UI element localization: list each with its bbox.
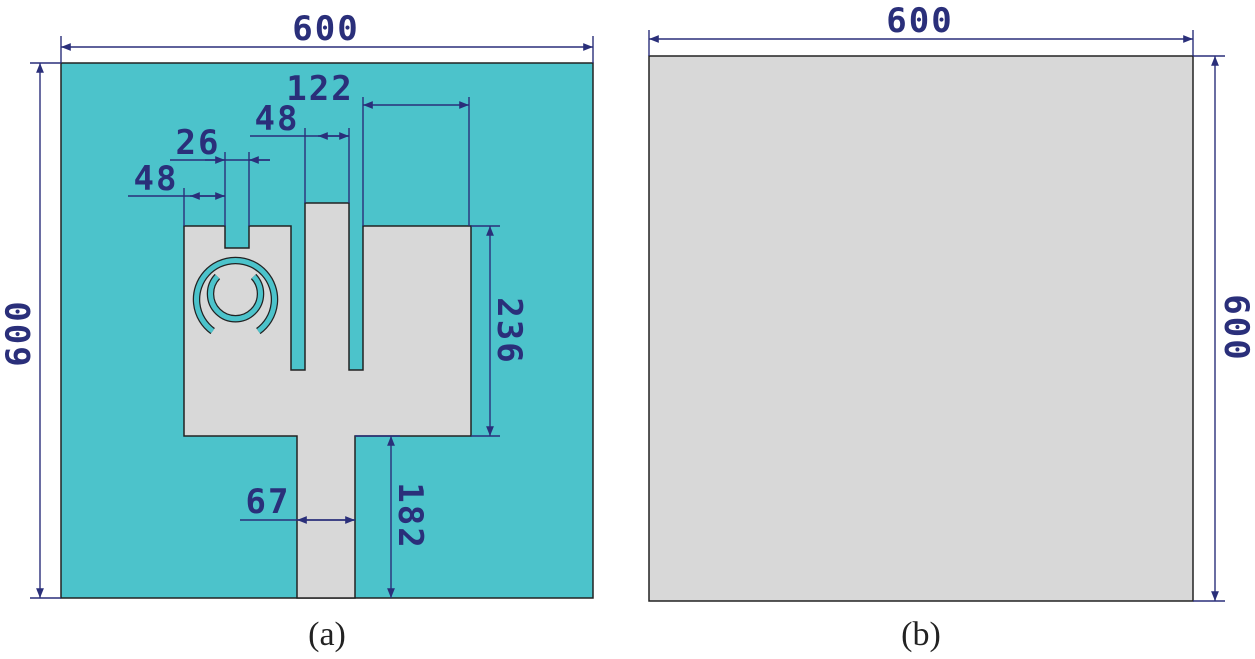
caption-b: (b) xyxy=(901,616,941,653)
outer-ring-fill xyxy=(194,257,277,334)
split-ring-resonator xyxy=(192,256,279,335)
dimension-lines-a xyxy=(30,36,594,599)
ground-plane xyxy=(648,55,1194,602)
panel-b-back-view: 600 600 (b) xyxy=(648,1,1255,653)
label-slot2-width: 48 xyxy=(255,99,300,139)
label-slot1-width: 26 xyxy=(176,123,221,163)
inner-ring-fill xyxy=(208,274,263,322)
dimension-lines-b xyxy=(648,30,1225,602)
label-slot-gap: 122 xyxy=(286,69,353,109)
label-feed-width: 67 xyxy=(246,482,291,522)
label-width-b: 600 xyxy=(886,1,953,41)
panel-a-front-view: 600 600 122 48 26 48 236 67 182 (a) xyxy=(0,9,594,653)
label-patch-height: 236 xyxy=(489,297,529,364)
label-height-b: 600 xyxy=(1216,294,1255,361)
label-width-a: 600 xyxy=(292,9,359,49)
caption-a: (a) xyxy=(308,616,346,653)
label-height-a: 600 xyxy=(0,299,39,366)
label-slot1-offset: 48 xyxy=(134,159,179,199)
label-feed-length: 182 xyxy=(390,482,430,549)
